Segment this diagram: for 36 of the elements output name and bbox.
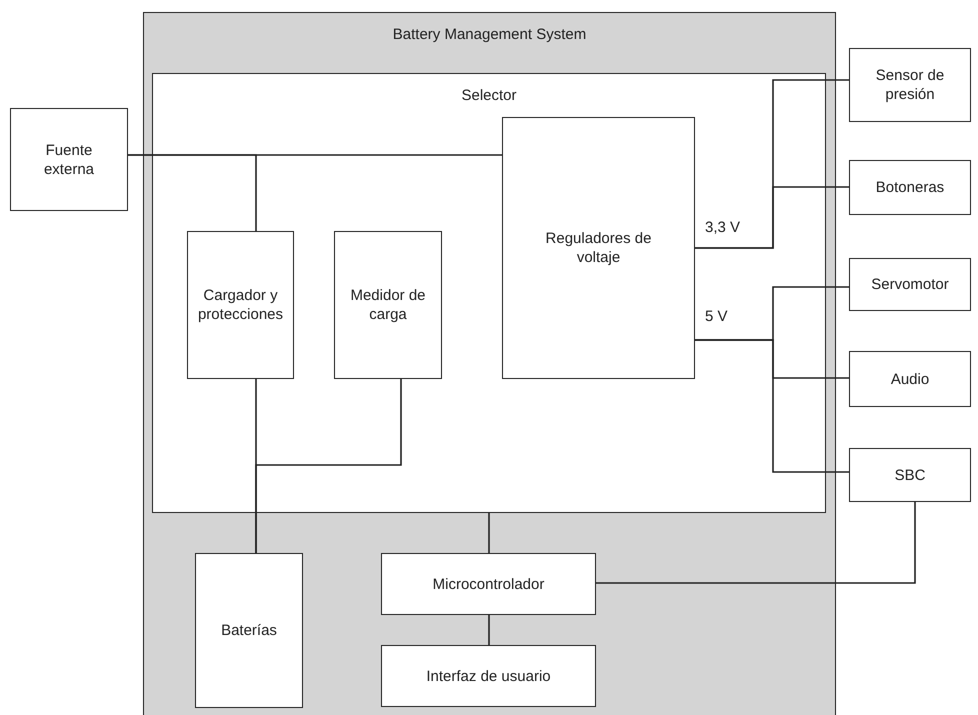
connector-line <box>255 379 402 553</box>
block-box <box>195 553 303 708</box>
block-label: Fuente externa <box>42 140 96 178</box>
block-label: Medidor de carga <box>349 286 427 324</box>
block-label: Microcontrolador <box>432 574 544 594</box>
block-label: Baterías <box>221 621 277 640</box>
connector-line <box>128 154 257 231</box>
block-label: Interfaz de usuario <box>426 666 551 686</box>
block-label: SBC <box>894 466 926 484</box>
block-box <box>381 553 596 615</box>
block-box <box>334 231 442 379</box>
block-label: Botoneras <box>876 178 944 197</box>
block-box <box>849 48 971 122</box>
block-box <box>849 258 971 311</box>
block-box <box>849 160 971 215</box>
selector-panel <box>152 73 826 513</box>
block-box <box>187 231 294 379</box>
block-label: Servomotor <box>871 275 949 294</box>
block-label: Sensor de presión <box>874 66 946 104</box>
connector-line <box>695 339 849 473</box>
block-box <box>502 117 695 379</box>
connector-line <box>488 615 490 645</box>
edge-label: 3,3 V <box>703 219 742 237</box>
block-box <box>10 108 128 211</box>
block-box <box>381 645 596 707</box>
panel-title: Selector <box>461 86 517 105</box>
connector-line <box>596 502 916 584</box>
system-panel <box>143 12 836 715</box>
block-label: Audio <box>890 370 930 388</box>
block-label: Cargador y protecciones <box>196 286 284 324</box>
block-label: Reguladores de voltaje <box>544 229 652 267</box>
block-box <box>849 448 971 502</box>
connector-line <box>488 513 490 553</box>
connector-line <box>695 186 849 249</box>
panel-title: Battery Management System <box>392 25 586 44</box>
block-box <box>849 351 971 407</box>
